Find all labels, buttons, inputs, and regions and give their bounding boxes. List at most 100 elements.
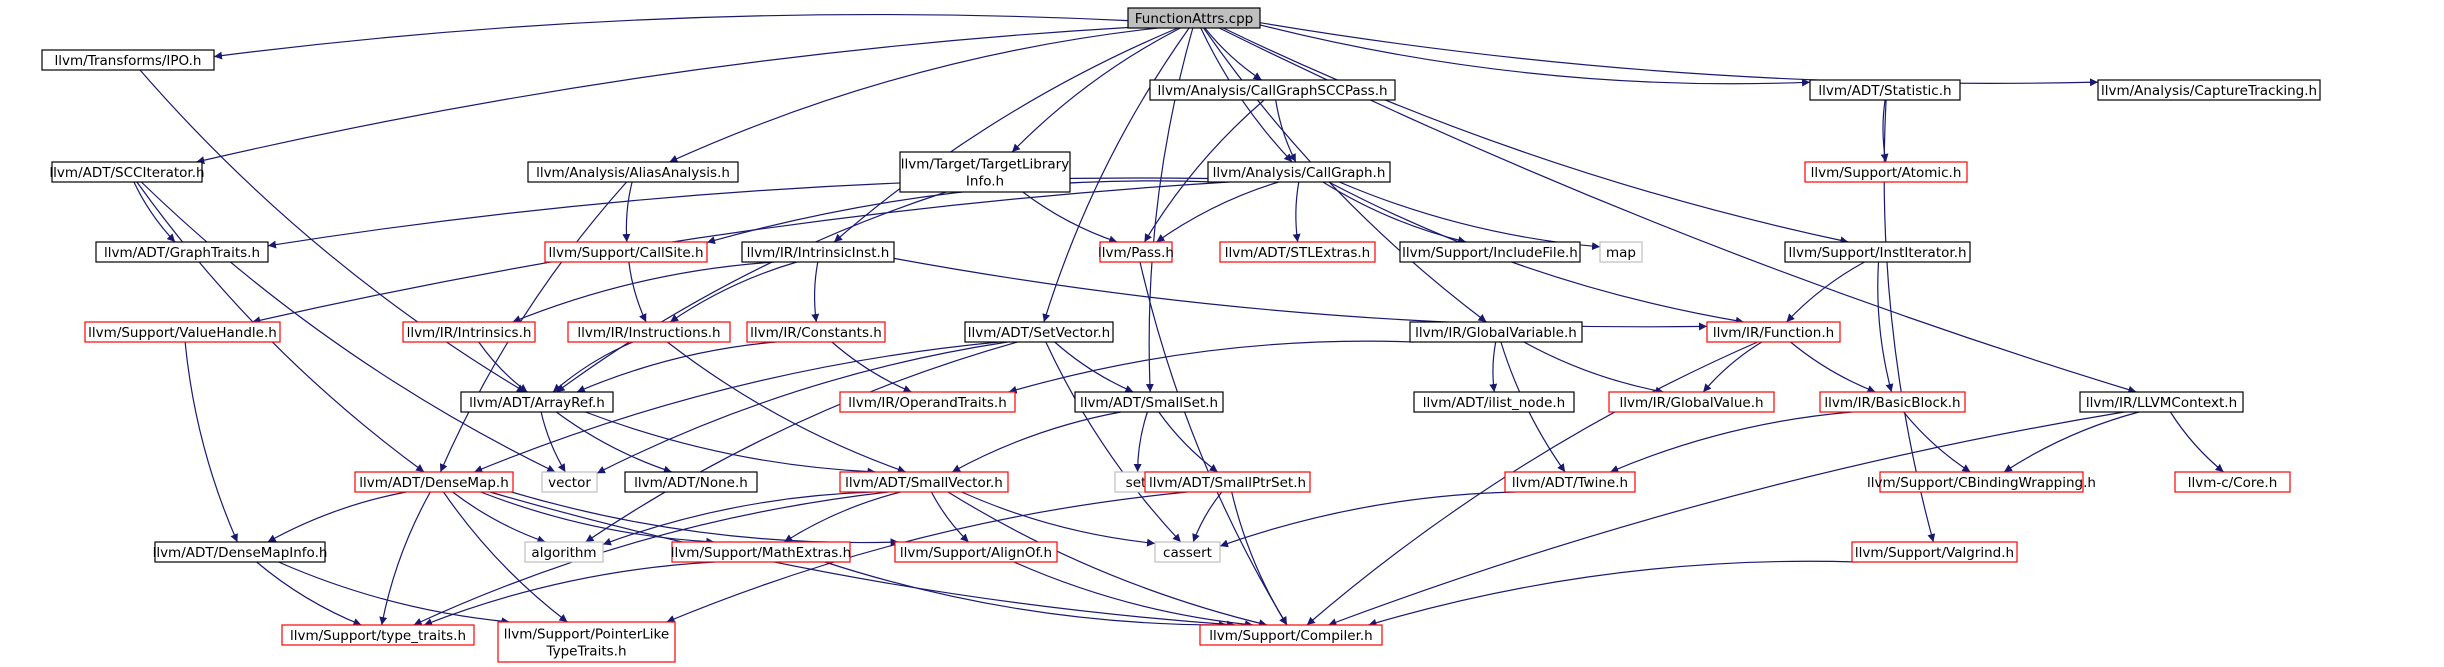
edge-smallset-to-smallptrset xyxy=(1158,411,1219,473)
node-label-alignof: llvm/Support/AlignOf.h xyxy=(900,545,1052,561)
edge-setvector-to-cassert xyxy=(1045,341,1182,543)
edge-smallset-to-smallvector xyxy=(951,411,1122,473)
node-intrinsicinst[interactable]: llvm/IR/IntrinsicInst.h xyxy=(741,241,895,263)
node-label-function: llvm/IR/Function.h xyxy=(1713,325,1834,341)
node-root[interactable]: FunctionAttrs.cpp xyxy=(1127,7,1261,29)
node-box-constants xyxy=(746,321,886,343)
node-box-llvmcontext xyxy=(2079,391,2244,413)
node-globalvariable[interactable]: llvm/IR/GlobalVariable.h xyxy=(1409,321,1583,343)
node-alignof[interactable]: llvm/Support/AlignOf.h xyxy=(894,541,1058,563)
node-intrinsics[interactable]: llvm/IR/Intrinsics.h xyxy=(402,321,536,343)
node-box-smallset xyxy=(1074,391,1224,413)
node-twine[interactable]: llvm/ADT/Twine.h xyxy=(1504,471,1636,493)
node-box-intrinsics xyxy=(402,321,536,343)
edge-valuehandle-to-densemapinfo xyxy=(184,341,238,543)
node-smallset[interactable]: llvm/ADT/SmallSet.h xyxy=(1074,391,1224,413)
node-llvmcontext[interactable]: llvm/IR/LLVMContext.h xyxy=(2079,391,2244,413)
node-compiler[interactable]: llvm/Support/Compiler.h xyxy=(1199,624,1383,646)
node-scciter[interactable]: llvm/ADT/SCCIterator.h xyxy=(49,161,205,183)
node-callsite[interactable]: llvm/Support/CallSite.h xyxy=(544,241,708,263)
node-cbinding[interactable]: llvm/Support/CBindingWrapping.h xyxy=(1867,471,2096,493)
node-box-capture xyxy=(2097,79,2321,101)
node-box-root xyxy=(1127,7,1261,29)
node-constants[interactable]: llvm/IR/Constants.h xyxy=(746,321,886,343)
node-graphtraits[interactable]: llvm/ADT/GraphTraits.h xyxy=(95,241,269,263)
node-valgrind[interactable]: llvm/Support/Valgrind.h xyxy=(1851,541,2018,563)
node-callgraph[interactable]: llvm/Analysis/CallGraph.h xyxy=(1207,161,1391,183)
node-ilistnode[interactable]: llvm/ADT/ilist_node.h xyxy=(1413,391,1575,413)
node-label-smallptrset: llvm/ADT/SmallPtrSet.h xyxy=(1149,475,1306,491)
edge-root-to-aliasanalysis xyxy=(669,27,1158,163)
node-label-pointerlike-0: llvm/Support/PointerLike xyxy=(504,627,669,643)
edge-arrayref-to-smallvector xyxy=(585,411,876,476)
edge-root-to-institerator xyxy=(1222,27,1849,245)
edge-cgsccpass-to-callgraph xyxy=(1275,99,1297,163)
edge-smallvector-to-cassert xyxy=(961,491,1156,547)
edge-aliasanalysis-to-callsite xyxy=(622,181,633,243)
node-label-twine: llvm/ADT/Twine.h xyxy=(1512,475,1628,491)
node-box-pass xyxy=(1099,241,1173,263)
edge-constants-to-operandtraits xyxy=(831,341,912,393)
edge-densemap-to-mathextras xyxy=(480,491,715,546)
node-box-densemap xyxy=(354,471,514,493)
node-label-valgrind: llvm/Support/Valgrind.h xyxy=(1855,545,2014,561)
node-setvector[interactable]: llvm/ADT/SetVector.h xyxy=(964,321,1114,343)
node-label-institerator: llvm/Support/InstIterator.h xyxy=(1788,245,1966,261)
node-ccore[interactable]: llvm-c/Core.h xyxy=(2174,471,2291,493)
node-operandtraits[interactable]: llvm/IR/OperandTraits.h xyxy=(839,391,1016,413)
node-aliasanalysis[interactable]: llvm/Analysis/AliasAnalysis.h xyxy=(527,161,739,183)
node-globalvalue[interactable]: llvm/IR/GlobalValue.h xyxy=(1608,391,1775,413)
nodes-layer: FunctionAttrs.cpp llvm/Transforms/IPO.h ll… xyxy=(41,7,2321,663)
node-label-vector: vector xyxy=(548,475,591,491)
edge-setvector-to-densemap xyxy=(474,341,999,473)
edge-setvector-to-algorithm xyxy=(585,341,1018,543)
node-ipo[interactable]: llvm/Transforms/IPO.h xyxy=(41,49,215,71)
edge-callgraph-to-function xyxy=(1328,181,1744,325)
node-label-includefile: llvm/Support/IncludeFile.h xyxy=(1402,245,1578,261)
node-mathextras[interactable]: llvm/Support/MathExtras.h xyxy=(671,541,851,563)
node-cassert[interactable]: cassert xyxy=(1154,541,1221,563)
node-typetraits[interactable]: llvm/Support/type_traits.h xyxy=(281,624,475,646)
node-smallvector[interactable]: llvm/ADT/SmallVector.h xyxy=(839,471,1009,493)
node-atomic[interactable]: llvm/Support/Atomic.h xyxy=(1804,161,1968,183)
node-pass[interactable]: llvm/Pass.h xyxy=(1098,241,1174,263)
node-box-tli xyxy=(899,151,1071,193)
node-label-cgsccpass: llvm/Analysis/CallGraphSCCPass.h xyxy=(1157,83,1387,99)
node-none[interactable]: llvm/ADT/None.h xyxy=(624,471,758,493)
node-label-root: FunctionAttrs.cpp xyxy=(1135,11,1253,27)
edge-globalvariable-to-globalvalue xyxy=(1523,341,1664,395)
node-cgsccpass[interactable]: llvm/Analysis/CallGraphSCCPass.h xyxy=(1149,79,1396,101)
node-capture[interactable]: llvm/Analysis/CaptureTracking.h xyxy=(2097,79,2321,101)
node-valuehandle[interactable]: llvm/Support/ValueHandle.h xyxy=(84,321,281,343)
edge-callgraph-to-map xyxy=(1339,181,1601,251)
edge-tli-to-arrayref xyxy=(556,191,947,393)
node-box-operandtraits xyxy=(839,391,1016,413)
edge-densemap-to-densemapinfo xyxy=(267,491,407,543)
node-instructions[interactable]: llvm/IR/Instructions.h xyxy=(567,321,731,343)
node-label-smallset: llvm/ADT/SmallSet.h xyxy=(1080,395,1218,411)
node-label-densemapinfo: llvm/ADT/DenseMapInfo.h xyxy=(153,545,328,561)
node-densemap[interactable]: llvm/ADT/DenseMap.h xyxy=(354,471,514,493)
node-algorithm[interactable]: algorithm xyxy=(524,541,604,563)
node-label-intrinsicinst: llvm/IR/IntrinsicInst.h xyxy=(747,245,890,261)
node-institerator[interactable]: llvm/Support/InstIterator.h xyxy=(1784,241,1971,263)
edge-arrayref-to-none xyxy=(555,411,672,474)
node-arrayref[interactable]: llvm/ADT/ArrayRef.h xyxy=(460,391,614,413)
node-smallptrset[interactable]: llvm/ADT/SmallPtrSet.h xyxy=(1144,471,1311,493)
node-map[interactable]: map xyxy=(1599,241,1643,263)
edge-institerator-to-basicblock xyxy=(1877,261,1894,393)
node-basicblock[interactable]: llvm/IR/BasicBlock.h xyxy=(1819,391,1966,413)
edge-smallptrset-to-pointerlike xyxy=(666,491,1188,623)
node-statistic[interactable]: llvm/ADT/Statistic.h xyxy=(1809,79,1961,101)
node-label-set: set xyxy=(1126,475,1147,491)
node-vector[interactable]: vector xyxy=(541,471,598,493)
edge-ipo-to-arrayref xyxy=(139,69,526,393)
node-function[interactable]: llvm/IR/Function.h xyxy=(1706,321,1841,343)
node-includefile[interactable]: llvm/Support/IncludeFile.h xyxy=(1399,241,1581,263)
node-stlextras[interactable]: llvm/ADT/STLExtras.h xyxy=(1219,241,1376,263)
node-densemapinfo[interactable]: llvm/ADT/DenseMapInfo.h xyxy=(153,541,328,563)
edge-smallvector-to-mathextras xyxy=(783,491,901,543)
node-box-alignof xyxy=(894,541,1058,563)
